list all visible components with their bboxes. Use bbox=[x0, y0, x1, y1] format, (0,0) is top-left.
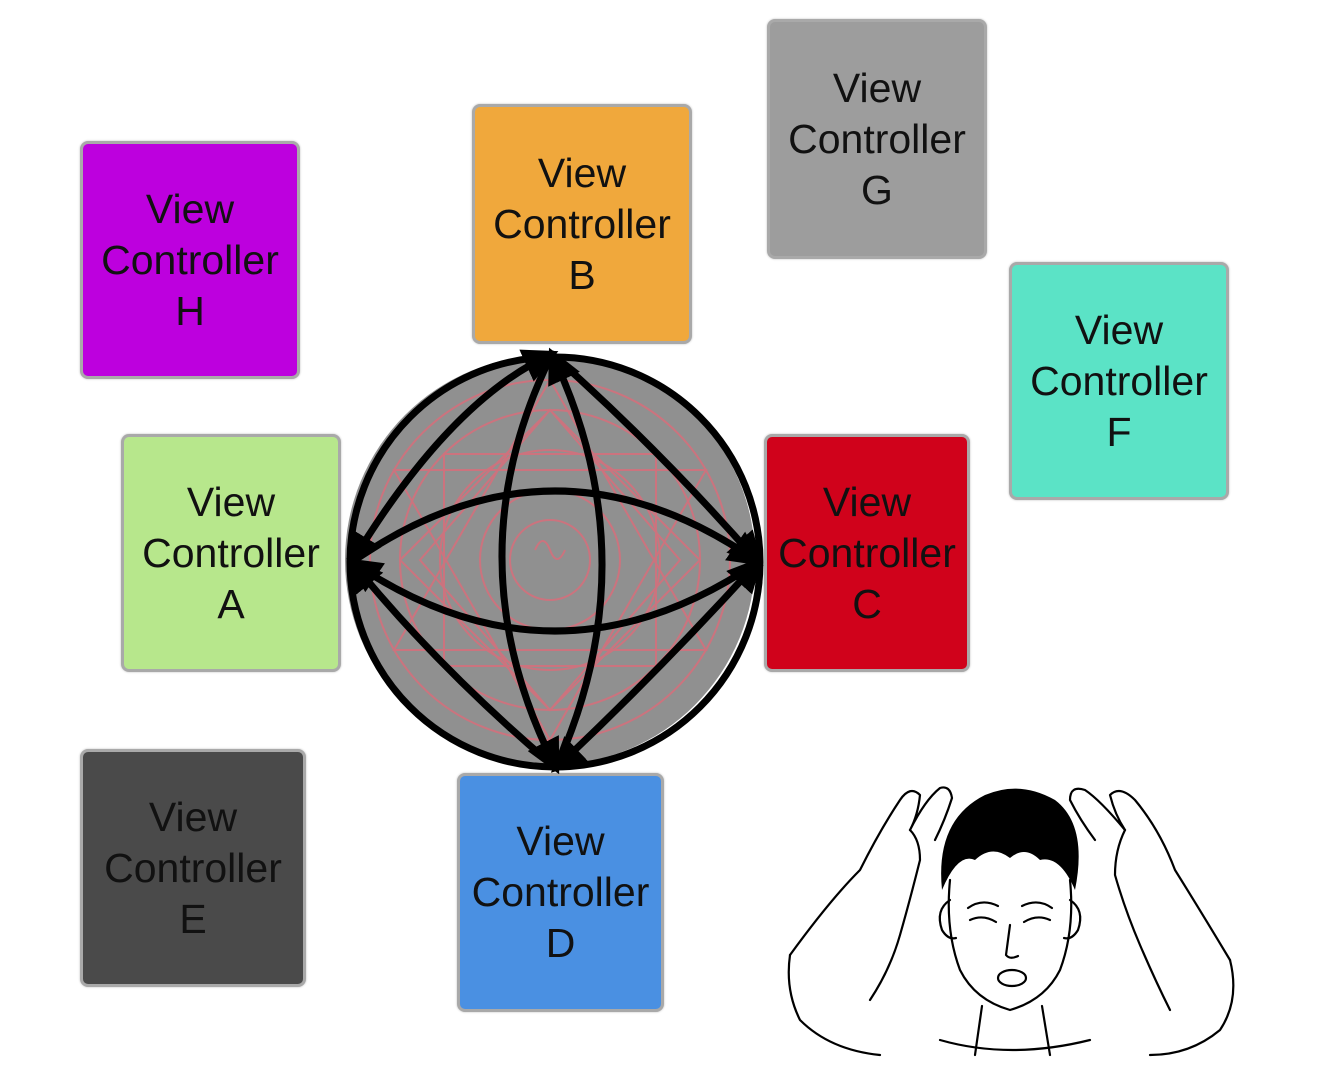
vc-b-line1: View bbox=[537, 149, 627, 196]
vc-c-line1: View bbox=[822, 478, 912, 525]
vc-d-line3: D bbox=[545, 920, 576, 966]
vc-f-line1: View bbox=[1074, 306, 1164, 353]
view-controller-d: View Controller D bbox=[457, 773, 664, 1012]
vc-e-line2: Controller bbox=[104, 844, 282, 891]
arrow-c-a bbox=[346, 558, 762, 635]
arrow-d-b bbox=[548, 347, 606, 772]
view-controller-b: View Controller B bbox=[472, 104, 692, 344]
arrow-c-d bbox=[550, 556, 763, 773]
arrow-b-d bbox=[498, 350, 560, 775]
vc-g-line3: G bbox=[861, 166, 893, 213]
view-controller-f: View Controller F bbox=[1009, 262, 1229, 500]
view-controller-e: View Controller E bbox=[80, 749, 306, 987]
arrow-a-c bbox=[348, 487, 764, 567]
view-controller-g: View Controller G bbox=[767, 19, 987, 259]
vc-g-line1: View bbox=[832, 64, 922, 111]
vc-d-line2: Controller bbox=[471, 869, 650, 915]
vc-a-line1: View bbox=[186, 478, 276, 525]
view-controller-a: View Controller A bbox=[121, 434, 341, 672]
vc-f-line3: F bbox=[1106, 408, 1132, 455]
vc-f-line2: Controller bbox=[1030, 357, 1208, 404]
arrow-a-b bbox=[348, 349, 559, 568]
vc-b-line3: B bbox=[568, 251, 596, 298]
vc-e-line1: View bbox=[148, 793, 238, 840]
vc-a-line2: Controller bbox=[142, 529, 320, 576]
vc-c-line3: C bbox=[852, 580, 882, 627]
vc-e-line3: E bbox=[179, 895, 207, 942]
vc-b-line2: Controller bbox=[493, 200, 671, 247]
view-controller-h: View Controller H bbox=[80, 141, 300, 379]
vc-h-line1: View bbox=[145, 185, 235, 232]
magic-circle-hub bbox=[345, 347, 764, 775]
vc-h-line3: H bbox=[175, 287, 205, 334]
vc-h-line2: Controller bbox=[101, 236, 279, 283]
vc-a-line3: A bbox=[217, 580, 245, 627]
view-controller-c: View Controller C bbox=[764, 434, 970, 672]
confused-face-meme-icon bbox=[787, 786, 1235, 1057]
vc-d-line1: View bbox=[516, 818, 605, 864]
vc-c-line2: Controller bbox=[778, 529, 956, 576]
vc-g-line2: Controller bbox=[788, 115, 966, 162]
